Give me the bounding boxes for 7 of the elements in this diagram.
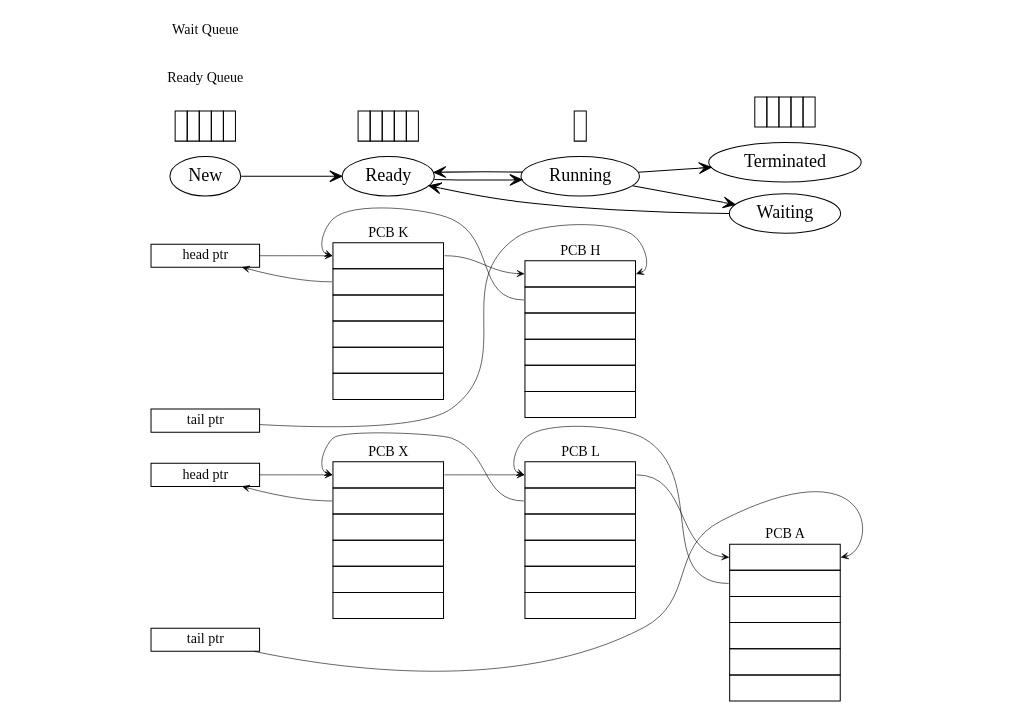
node-label: PCB L (560, 442, 600, 459)
node-label: PCB H (559, 241, 600, 258)
label: Wait Queue (171, 21, 239, 38)
node-label: PCB A (764, 525, 805, 542)
node-label: PCB K (367, 223, 408, 240)
label: Ready Queue (166, 68, 243, 85)
node-label: PCB X (367, 442, 408, 459)
